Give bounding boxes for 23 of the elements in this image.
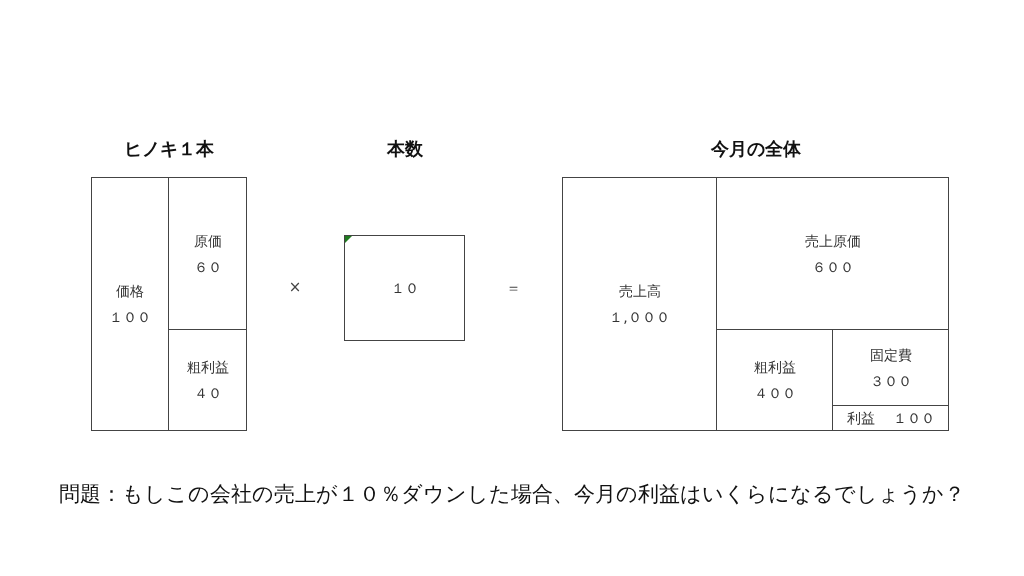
amount-value: １００ — [892, 409, 935, 428]
amount-value: １,０００ — [609, 308, 670, 327]
operator-sign: × — [288, 277, 302, 297]
item-label: 粗利益 — [186, 358, 229, 377]
item-label: 価格 — [116, 282, 144, 301]
item-label: 売上高 — [618, 282, 661, 301]
amount-value: ４００ — [753, 384, 796, 403]
operator-sign: ＝ — [505, 278, 521, 298]
item-label: 固定費 — [869, 345, 912, 365]
amount-value: １０ — [390, 279, 419, 298]
amount-value: ６００ — [811, 257, 854, 277]
question-text: 問題：もしこの会社の売上が１０％ダウンした場合、今月の利益はいくらになるでしょうか？ — [59, 481, 965, 508]
section-heading: ヒノキ１本 — [124, 137, 214, 161]
item-label: 利益 — [846, 409, 875, 428]
amount-value: ６０ — [193, 257, 222, 277]
item-label: 原価 — [193, 231, 222, 251]
item-label: 粗利益 — [753, 358, 796, 377]
section-heading: 今月の全体 — [710, 137, 801, 161]
amount-value: １００ — [109, 308, 151, 327]
section-heading: 本数 — [386, 137, 423, 161]
amount-value: ３００ — [869, 371, 912, 391]
item-label: 売上原価 — [804, 231, 861, 251]
amount-value: ４０ — [193, 384, 222, 403]
